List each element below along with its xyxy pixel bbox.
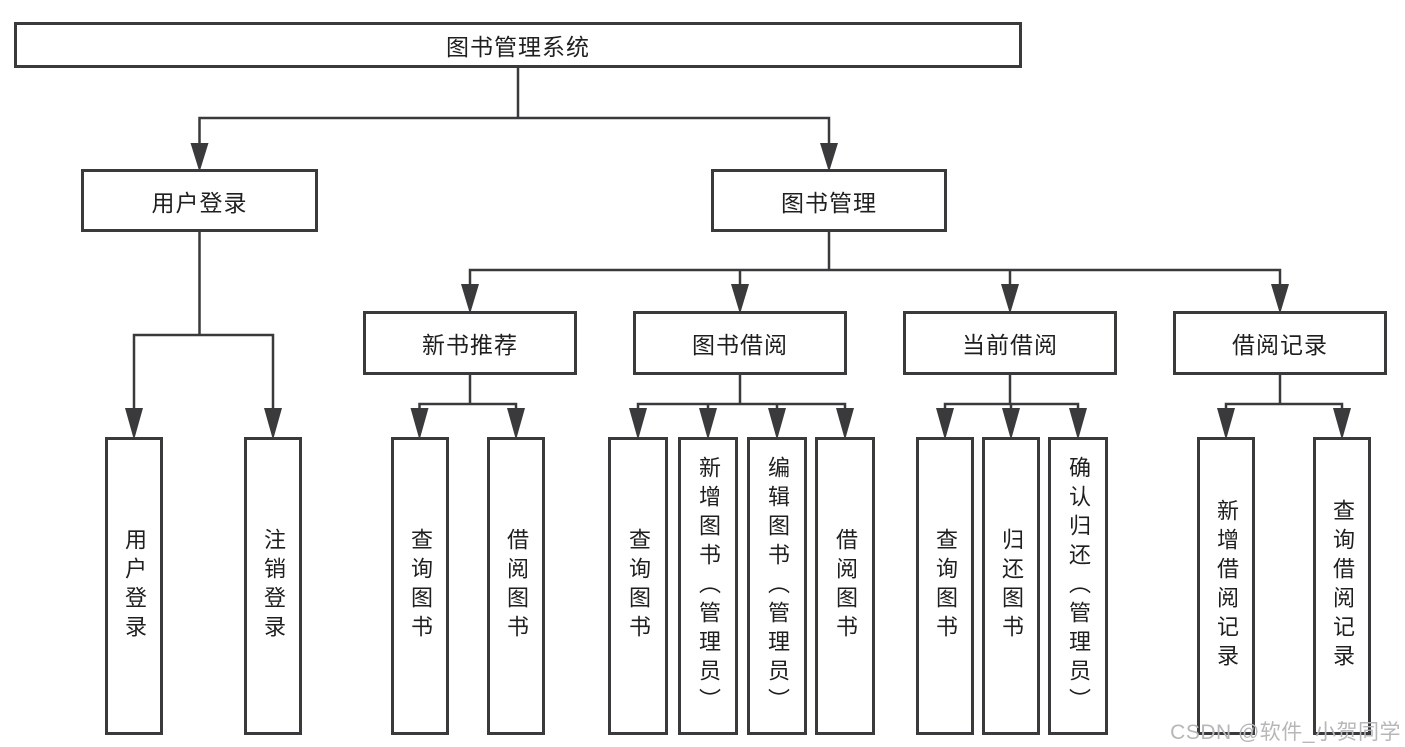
node-root: 图书管理系统 <box>14 22 1022 68</box>
connector-root-split <box>198 116 831 144</box>
node-book-borrowing: 图书借阅 <box>633 311 847 375</box>
arrowhead-borrowing-records <box>1271 284 1289 314</box>
leaf-user-login: 用户登录 <box>105 437 163 735</box>
node-new-book-recommend-label: 新书推荐 <box>422 332 518 358</box>
leaf-return-books: 归还图书 <box>982 437 1040 735</box>
leaf-current-query-books: 查询图书 <box>916 437 974 735</box>
connector-user-login-split <box>132 333 275 409</box>
arrowhead-bb-query <box>629 408 647 440</box>
arrowhead-leaf-user-login <box>125 408 143 440</box>
leaf-new-book-query: 查询图书 <box>391 437 449 735</box>
leaf-query-borrow-record-label: 查询借阅记录 <box>1330 499 1355 673</box>
node-book-borrowing-label: 图书借阅 <box>692 332 788 358</box>
leaf-current-query-books-label: 查询图书 <box>933 528 958 644</box>
leaf-confirm-return-admin-label: 确认归还（管理员） <box>1066 455 1091 717</box>
arrowhead-br-add <box>1217 408 1235 440</box>
node-user-login-label: 用户登录 <box>151 189 248 216</box>
leaf-borrow-books: 借阅图书 <box>815 437 875 735</box>
arrowhead-nb-borrow <box>507 408 525 440</box>
arrowhead-user-login <box>190 143 209 172</box>
connector-records-split <box>1224 374 1344 409</box>
leaf-query-borrow-record: 查询借阅记录 <box>1313 437 1371 735</box>
arrowhead-bb-borrow <box>836 408 854 440</box>
connector-current-borrow-split <box>943 374 1080 409</box>
node-book-management-label: 图书管理 <box>781 189 877 216</box>
arrowhead-nb-query <box>410 408 429 440</box>
leaf-add-borrow-record-label: 新增借阅记录 <box>1214 499 1239 673</box>
leaf-new-book-borrow: 借阅图书 <box>487 437 545 735</box>
connector-level2-split <box>468 268 1282 286</box>
arrowhead-new-book-recommend <box>461 284 479 314</box>
leaf-borrow-query-books-label: 查询图书 <box>626 528 651 644</box>
arrowhead-cb-return <box>1002 408 1020 440</box>
node-book-management: 图书管理 <box>711 169 947 232</box>
leaf-logout: 注销登录 <box>244 437 302 735</box>
leaf-add-borrow-record: 新增借阅记录 <box>1197 437 1255 735</box>
node-borrowing-records: 借阅记录 <box>1173 311 1387 375</box>
node-user-login: 用户登录 <box>81 169 318 232</box>
arrowhead-cb-confirm <box>1069 408 1087 440</box>
arrowhead-br-query <box>1333 408 1351 440</box>
leaf-edit-book-admin-label: 编辑图书（管理员） <box>765 455 790 717</box>
leaf-return-books-label: 归还图书 <box>999 528 1024 644</box>
leaf-confirm-return-admin: 确认归还（管理员） <box>1048 437 1108 735</box>
arrowhead-leaf-logout <box>264 408 282 440</box>
leaf-user-login-label: 用户登录 <box>122 528 147 644</box>
leaf-new-book-query-label: 查询图书 <box>408 528 433 644</box>
node-new-book-recommend: 新书推荐 <box>363 311 577 375</box>
leaf-new-book-borrow-label: 借阅图书 <box>504 528 529 644</box>
leaf-borrow-books-label: 借阅图书 <box>833 528 858 644</box>
arrowhead-book-borrowing <box>731 284 749 314</box>
node-borrowing-records-label: 借阅记录 <box>1232 332 1328 358</box>
arrowhead-bb-edit <box>768 408 786 440</box>
node-root-label: 图书管理系统 <box>446 34 590 60</box>
connector-book-borrow-split <box>636 374 847 409</box>
leaf-borrow-query-books: 查询图书 <box>608 437 668 735</box>
leaf-logout-label: 注销登录 <box>261 528 286 644</box>
connector-new-book-split <box>418 374 518 409</box>
leaf-add-book-admin-label: 新增图书（管理员） <box>696 455 721 717</box>
node-current-borrowing: 当前借阅 <box>903 311 1117 375</box>
arrowhead-current-borrowing <box>1001 284 1019 314</box>
arrowhead-bb-add <box>699 408 717 440</box>
watermark: CSDN @软件_小贺同学 <box>1170 721 1401 744</box>
arrowhead-book-management <box>820 143 838 172</box>
node-current-borrowing-label: 当前借阅 <box>962 332 1058 358</box>
leaf-add-book-admin: 新增图书（管理员） <box>678 437 738 735</box>
leaf-edit-book-admin: 编辑图书（管理员） <box>747 437 807 735</box>
arrowhead-cb-query <box>936 408 954 440</box>
